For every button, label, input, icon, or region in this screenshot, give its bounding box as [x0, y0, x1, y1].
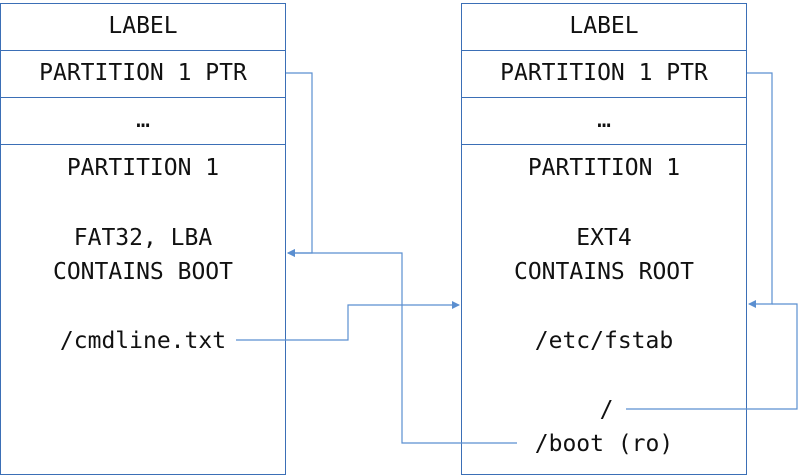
left-partition-title: PARTITION 1: [66, 155, 220, 181]
right-disk-block: LABEL PARTITION 1 PTR … PARTITION 1 EXT4…: [461, 3, 747, 475]
left-partition-ptr-text: PARTITION 1 PTR: [39, 60, 247, 86]
left-ellipsis-row: …: [1, 98, 285, 145]
left-fs-type: FAT32, LBA: [73, 225, 213, 251]
right-partition-ptr-row: PARTITION 1 PTR: [462, 51, 746, 98]
boot-mount-connector: [287, 249, 517, 444]
right-ellipsis-row: …: [462, 98, 746, 145]
left-disk-block: LABEL PARTITION 1 PTR … PARTITION 1 FAT3…: [0, 3, 286, 475]
cmdline-connector: [236, 301, 460, 341]
left-file: /cmdline.txt: [59, 328, 227, 354]
right-ellipsis-text: …: [597, 107, 611, 133]
right-ptr-connector: [747, 72, 773, 308]
right-mount-boot: /boot (ro): [534, 431, 674, 457]
right-contains: CONTAINS ROOT: [513, 259, 694, 285]
left-ptr-connector: [286, 72, 313, 257]
right-partition-ptr-text: PARTITION 1 PTR: [500, 60, 708, 86]
right-file: /etc/fstab: [534, 328, 674, 354]
right-mount-root: /: [599, 397, 614, 423]
right-label-row: LABEL: [462, 4, 746, 51]
left-label-row: LABEL: [1, 4, 285, 51]
left-partition-ptr-row: PARTITION 1 PTR: [1, 51, 285, 98]
right-label-text: LABEL: [569, 13, 639, 39]
left-label-text: LABEL: [108, 13, 178, 39]
right-partition-title: PARTITION 1: [527, 155, 681, 181]
left-ellipsis-text: …: [136, 107, 150, 133]
right-fs-type: EXT4: [576, 225, 632, 251]
left-contains: CONTAINS BOOT: [52, 259, 233, 285]
root-mount-connector: [626, 303, 798, 410]
